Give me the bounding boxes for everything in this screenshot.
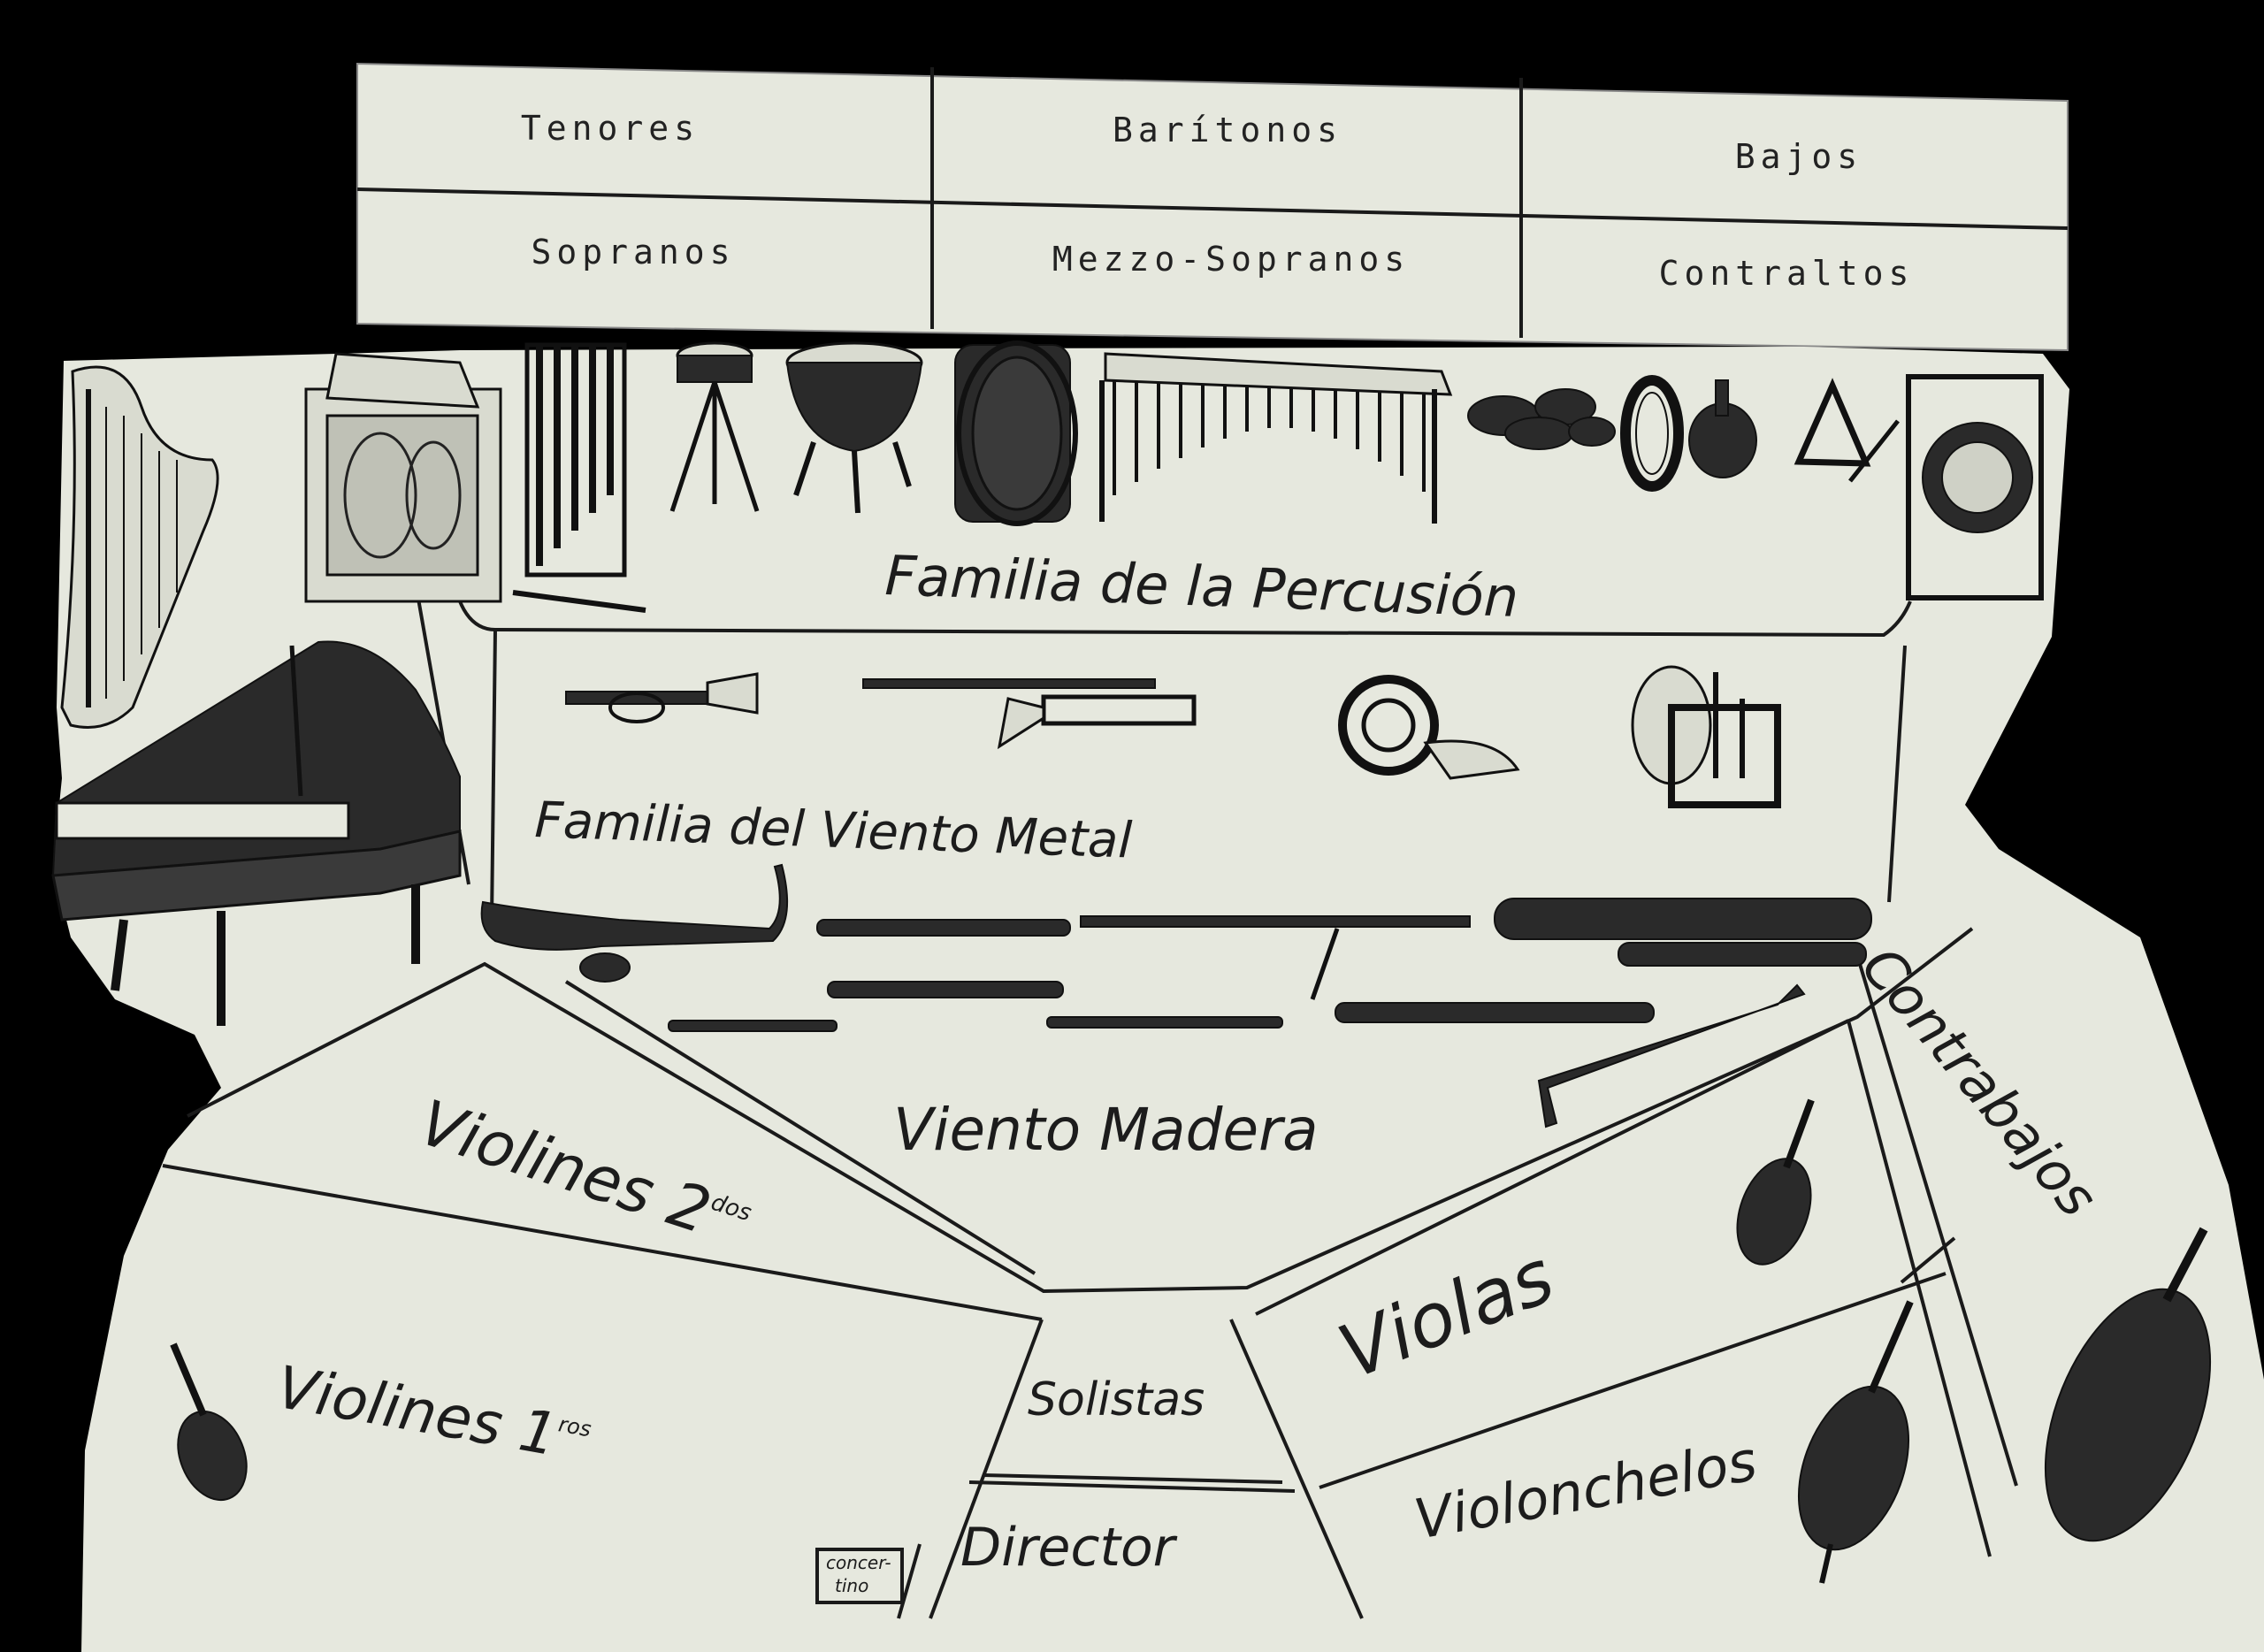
violin-icon — [170, 1342, 248, 1502]
viola-icon — [1736, 1098, 1815, 1266]
oboe-icon — [1080, 915, 1471, 1000]
tambourine-icon — [1620, 375, 1684, 492]
grand-piano-icon — [51, 640, 462, 1026]
violins-divider — [162, 1164, 1043, 1321]
french-horn-icon — [1338, 675, 1520, 780]
harp-icon — [60, 365, 219, 729]
concertino-label-line1: concer- — [826, 1552, 891, 1573]
triangle-icon — [1794, 378, 1900, 483]
snare-drum-icon — [669, 341, 760, 512]
flute-icon — [827, 981, 1064, 998]
soloist-director-divider-2 — [968, 1480, 1296, 1493]
bass-clarinet-icon — [1335, 1002, 1655, 1023]
castanets-icon — [1467, 388, 1616, 450]
choir-row-divider — [356, 187, 2069, 230]
stage-lines — [162, 565, 2018, 1619]
orchestra-sheet — [53, 347, 2264, 1652]
brass-left-line — [490, 629, 497, 921]
choir-mezzo-sopranos: Mezzo-Sopranos — [1052, 240, 1410, 279]
piccolo-icon — [668, 1020, 838, 1032]
brass-right-line — [1887, 645, 1907, 903]
double-bass-icon — [2044, 1227, 2212, 1542]
woodwind-inner-line — [564, 980, 1036, 1275]
choir-bajos: Bajos — [1735, 137, 1862, 176]
soloists-label: Solistas — [1028, 1373, 1205, 1426]
bass-saxophone-icon — [1537, 983, 1806, 1128]
xylophone-icon — [1099, 352, 1453, 524]
choir-card: Tenores Barítonos Bajos Sopranos Mezzo-S… — [356, 62, 2069, 352]
concertino-line — [897, 1543, 922, 1619]
trumpet-icon — [565, 672, 759, 723]
trombone-icon — [862, 678, 1197, 750]
clarinet-icon — [816, 919, 1071, 937]
soloist-director-divider — [983, 1473, 1283, 1484]
celesta-icon — [304, 352, 502, 603]
violas-top-line — [1255, 1019, 1849, 1316]
choir-tenores: Tenores — [521, 109, 700, 148]
gong-icon — [1906, 374, 2044, 600]
bassoon-icon — [1494, 898, 1872, 967]
basses-inner-line — [1855, 954, 2018, 1487]
concertino-label-line2: tino — [835, 1575, 868, 1596]
soloist-right-line — [1229, 1319, 1364, 1619]
concertino-box — [815, 1548, 904, 1604]
woodwind-instruments: Viento Madera — [480, 863, 1872, 1164]
tuba-icon — [1631, 665, 1781, 808]
sheet-paper — [53, 347, 2264, 1652]
maracas-icon — [1688, 379, 1757, 478]
bass-drum-icon — [954, 340, 1078, 526]
tubular-bells-icon — [512, 342, 646, 613]
choir-contraltos: Contraltos — [1659, 254, 1915, 293]
english-horn-icon — [1046, 1016, 1283, 1029]
violas-cellos-divider — [1319, 1272, 1947, 1489]
choir-sopranos: Sopranos — [531, 233, 735, 272]
choir-baritonos: Barítonos — [1113, 111, 1342, 149]
director-label: Director — [960, 1517, 1178, 1579]
cello-edge-line — [1900, 1236, 1956, 1284]
woodwind-arc — [187, 927, 1974, 1294]
cellos-basses-divider — [1847, 1020, 1992, 1557]
timpani-icon — [785, 341, 923, 514]
woodwind-label: Viento Madera — [893, 1096, 1319, 1164]
soloist-left-line — [929, 1319, 1044, 1619]
saxophone-icon — [480, 863, 789, 983]
cello-icon — [1797, 1300, 1914, 1584]
